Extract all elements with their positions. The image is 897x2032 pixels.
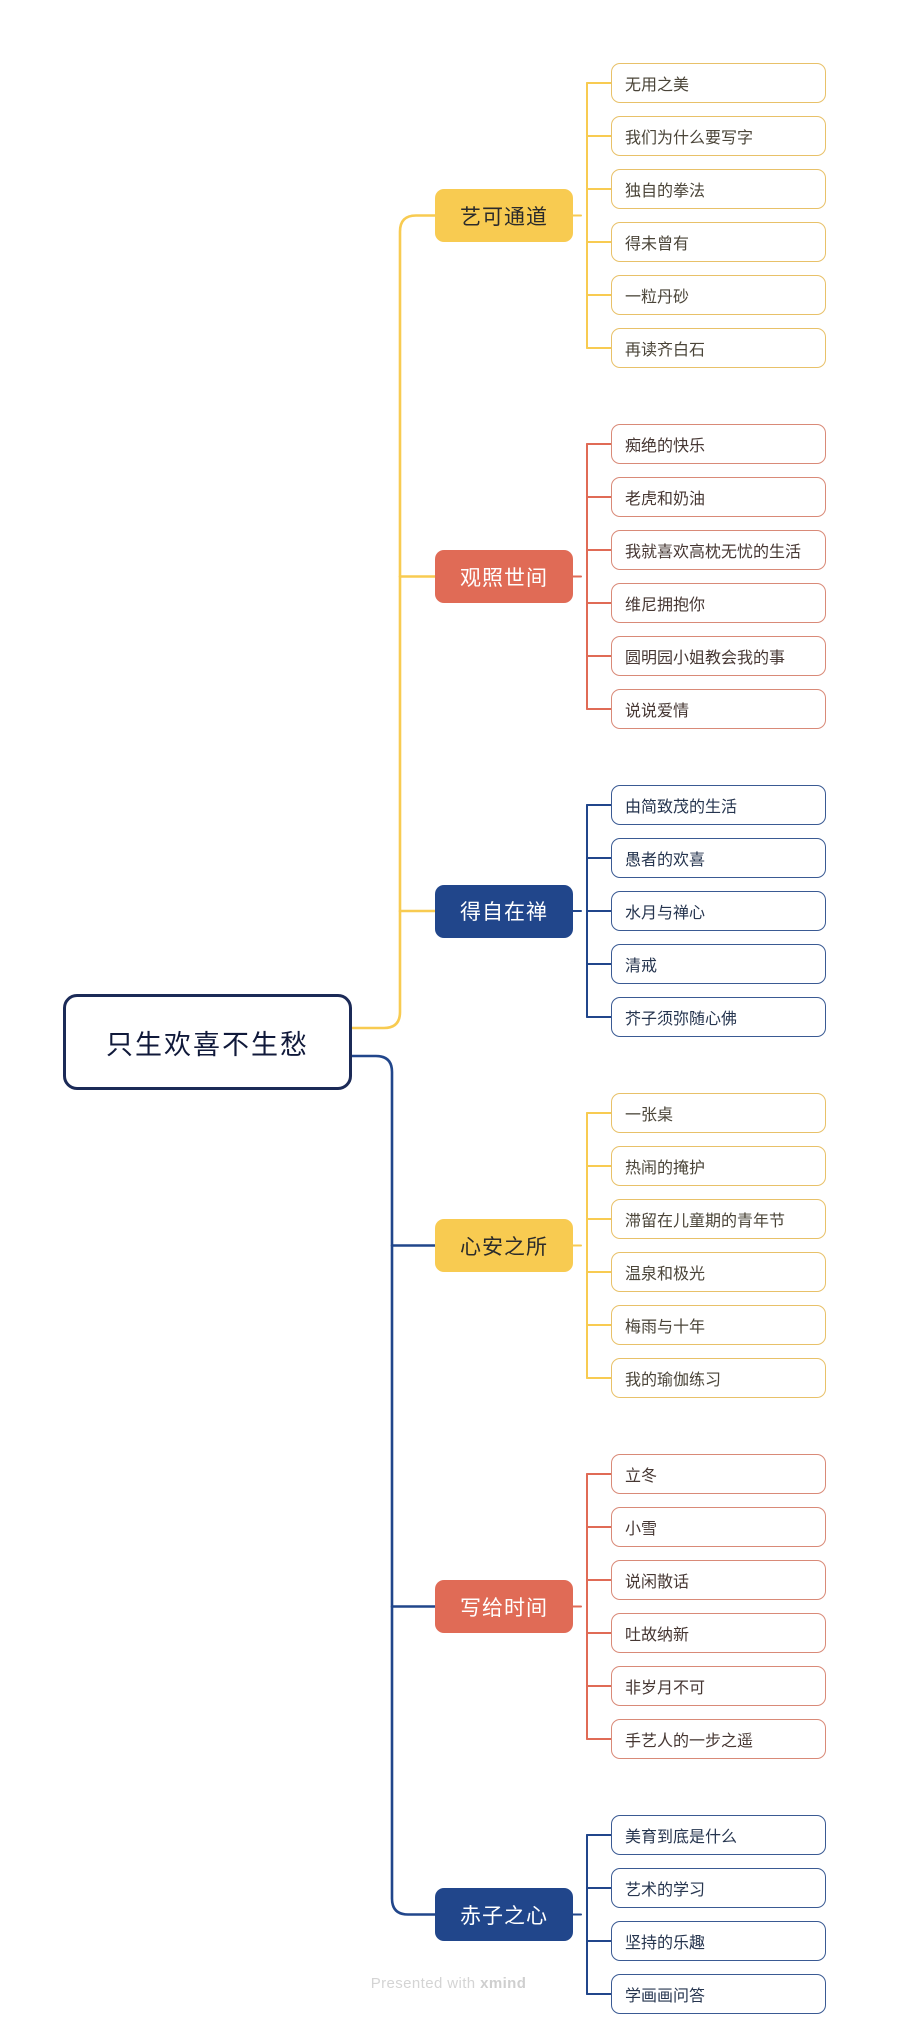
leaf-node-label: 美育到底是什么 xyxy=(625,1829,738,1846)
leaf-node-label: 立冬 xyxy=(625,1468,658,1485)
connector-line xyxy=(350,1054,437,1916)
leaf-node[interactable]: 维尼拥抱你 xyxy=(611,583,826,623)
leaf-node-label: 滞留在儿童期的青年节 xyxy=(625,1213,786,1230)
leaf-node-label: 坚持的乐趣 xyxy=(625,1935,706,1952)
leaf-node[interactable]: 手艺人的一步之遥 xyxy=(611,1719,826,1759)
leaf-node[interactable]: 一粒丹砂 xyxy=(611,275,826,315)
leaf-node[interactable]: 圆明园小姐教会我的事 xyxy=(611,636,826,676)
leaf-node-label: 我的瑜伽练习 xyxy=(625,1372,722,1389)
branch-node-6[interactable]: 赤子之心 xyxy=(435,1888,573,1941)
leaf-node[interactable]: 小雪 xyxy=(611,1507,826,1547)
leaf-node-label: 手艺人的一步之遥 xyxy=(625,1733,754,1750)
leaf-node-label: 小雪 xyxy=(625,1521,658,1538)
leaf-node-label: 学画画问答 xyxy=(625,1988,706,2005)
leaf-node-label: 一粒丹砂 xyxy=(625,289,690,306)
leaf-node[interactable]: 美育到底是什么 xyxy=(611,1815,826,1855)
leaf-node[interactable]: 我们为什么要写字 xyxy=(611,116,826,156)
branch-node-label: 写给时间 xyxy=(460,1596,548,1620)
branch-node-5[interactable]: 写给时间 xyxy=(435,1580,573,1633)
footer-brand: xmind xyxy=(480,1975,527,1992)
leaf-node-label: 独自的拳法 xyxy=(625,183,706,200)
leaf-node-label: 痴绝的快乐 xyxy=(625,438,706,455)
leaf-node-label: 芥子须弥随心佛 xyxy=(625,1011,738,1028)
leaf-node[interactable]: 老虎和奶油 xyxy=(611,477,826,517)
leaf-node[interactable]: 梅雨与十年 xyxy=(611,1305,826,1345)
leaf-node[interactable]: 立冬 xyxy=(611,1454,826,1494)
leaf-node[interactable]: 滞留在儿童期的青年节 xyxy=(611,1199,826,1239)
leaf-node-label: 得未曾有 xyxy=(625,236,690,253)
leaf-node[interactable]: 再读齐白石 xyxy=(611,328,826,368)
footer-prefix: Presented with xyxy=(370,1975,481,1992)
leaf-node-label: 由简致茂的生活 xyxy=(625,799,738,816)
leaf-node-label: 圆明园小姐教会我的事 xyxy=(625,650,786,667)
branch-node-label: 艺可通道 xyxy=(460,205,548,229)
branch-node-4[interactable]: 心安之所 xyxy=(435,1219,573,1272)
leaf-node-label: 清戒 xyxy=(625,958,658,975)
branch-node-label: 赤子之心 xyxy=(460,1904,548,1928)
branch-node-3[interactable]: 得自在禅 xyxy=(435,884,573,938)
leaf-node-label: 温泉和极光 xyxy=(625,1266,706,1283)
leaf-node[interactable]: 由简致茂的生活 xyxy=(611,785,826,825)
leaf-node[interactable]: 学画画问答 xyxy=(611,1974,826,2014)
leaf-node-label: 愚者的欢喜 xyxy=(625,852,706,869)
leaf-node[interactable]: 非岁月不可 xyxy=(611,1666,826,1706)
leaf-node[interactable]: 清戒 xyxy=(611,944,826,984)
leaf-node[interactable]: 我的瑜伽练习 xyxy=(611,1358,826,1398)
root-node[interactable]: 只生欢喜不生愁 xyxy=(63,994,352,1090)
leaf-node[interactable]: 一张桌 xyxy=(611,1093,826,1133)
branch-node-2[interactable]: 观照世间 xyxy=(435,550,573,603)
leaf-node-label: 无用之美 xyxy=(625,77,690,94)
leaf-node-label: 吐故纳新 xyxy=(625,1627,690,1644)
leaf-node[interactable]: 水月与禅心 xyxy=(611,891,826,931)
leaf-node[interactable]: 艺术的学习 xyxy=(611,1868,826,1908)
leaf-node[interactable]: 独自的拳法 xyxy=(611,169,826,209)
leaf-node-label: 维尼拥抱你 xyxy=(625,597,706,614)
leaf-node-label: 非岁月不可 xyxy=(625,1680,706,1697)
leaf-node[interactable]: 无用之美 xyxy=(611,63,826,103)
leaf-node[interactable]: 痴绝的快乐 xyxy=(611,424,826,464)
leaf-node-label: 艺术的学习 xyxy=(625,1882,706,1899)
leaf-node[interactable]: 说说爱情 xyxy=(611,689,826,729)
leaf-node[interactable]: 说闲散话 xyxy=(611,1560,826,1600)
leaf-node-label: 说闲散话 xyxy=(625,1574,690,1591)
leaf-node[interactable]: 坚持的乐趣 xyxy=(611,1921,826,1961)
leaf-node-label: 一张桌 xyxy=(625,1107,674,1124)
branch-node-label: 观照世间 xyxy=(460,566,548,590)
leaf-node[interactable]: 热闹的掩护 xyxy=(611,1146,826,1186)
leaf-node-label: 热闹的掩护 xyxy=(625,1160,706,1177)
leaf-node[interactable]: 得未曾有 xyxy=(611,222,826,262)
connector-line xyxy=(350,214,437,1030)
branch-node-1[interactable]: 艺可通道 xyxy=(435,189,573,242)
leaf-node[interactable]: 愚者的欢喜 xyxy=(611,838,826,878)
branch-node-label: 得自在禅 xyxy=(460,901,548,924)
leaf-node-label: 我就喜欢高枕无忧的生活 xyxy=(625,544,802,561)
leaf-node-label: 说说爱情 xyxy=(625,703,690,720)
leaf-node-label: 老虎和奶油 xyxy=(625,491,706,508)
leaf-node-label: 我们为什么要写字 xyxy=(625,130,754,147)
footer-watermark: Presented with xmind xyxy=(0,1975,897,1992)
leaf-node[interactable]: 吐故纳新 xyxy=(611,1613,826,1653)
leaf-node[interactable]: 我就喜欢高枕无忧的生活 xyxy=(611,530,826,570)
leaf-node-label: 梅雨与十年 xyxy=(625,1319,706,1336)
leaf-node-label: 水月与禅心 xyxy=(625,905,706,922)
leaf-node-label: 再读齐白石 xyxy=(625,342,706,359)
branch-node-label: 心安之所 xyxy=(460,1235,548,1259)
leaf-node[interactable]: 芥子须弥随心佛 xyxy=(611,997,826,1037)
leaf-node[interactable]: 温泉和极光 xyxy=(611,1252,826,1292)
